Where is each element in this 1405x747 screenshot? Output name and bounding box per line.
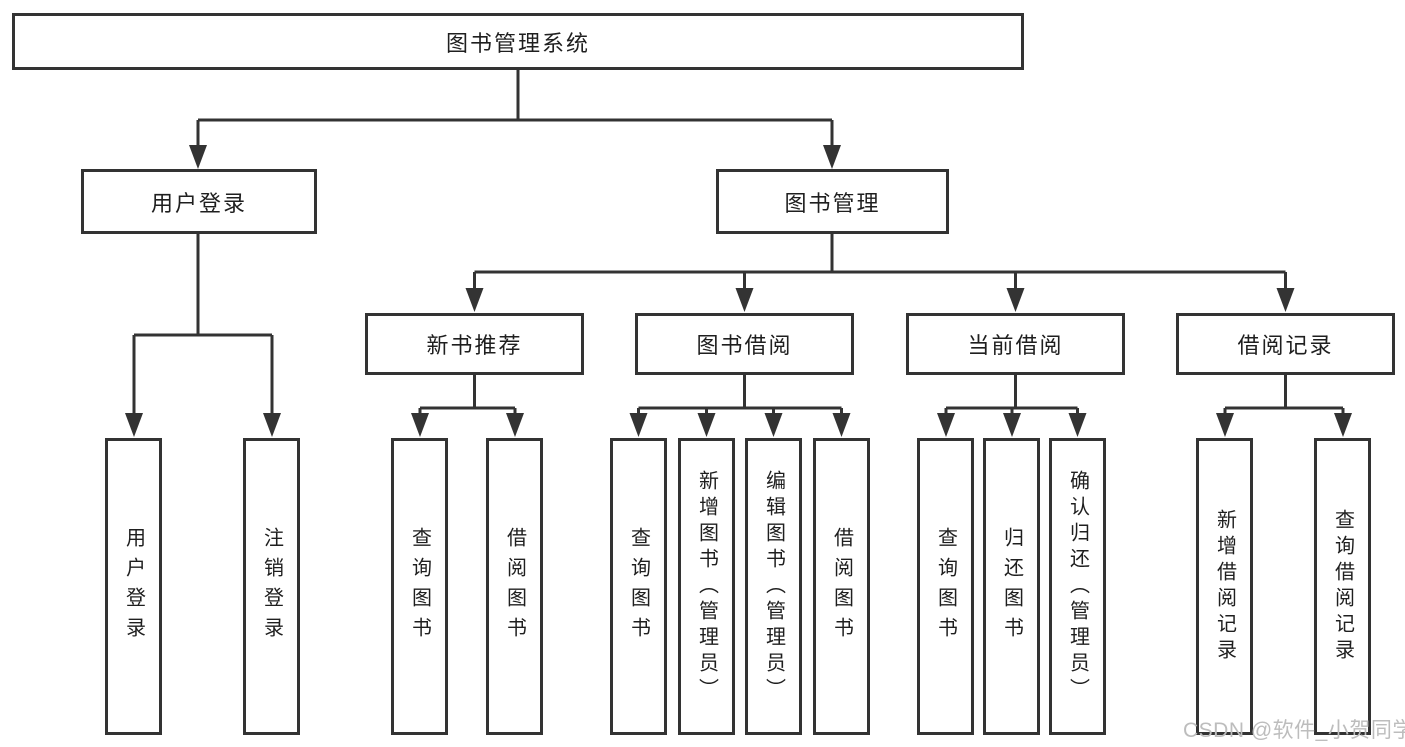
node-current-borrowing: 当前借阅 xyxy=(906,313,1125,375)
leaf-query-books-current: 查询图书 xyxy=(917,438,974,735)
leaf-query-books-borrowing: 查询图书 xyxy=(610,438,667,735)
leaf-return-book: 归还图书 xyxy=(983,438,1040,735)
leaf-edit-book-admin: 编辑图书（管理员） xyxy=(745,438,802,735)
node-new-book-recommendation: 新书推荐 xyxy=(365,313,584,375)
leaf-query-borrow-record: 查询借阅记录 xyxy=(1314,438,1371,735)
leaf-query-books-recommend: 查询图书 xyxy=(391,438,448,735)
leaf-logout: 注销登录 xyxy=(243,438,300,735)
node-book-management-module: 图书管理 xyxy=(716,169,949,234)
leaf-borrow-books-recommend: 借阅图书 xyxy=(486,438,543,735)
leaf-borrow-books-borrowing: 借阅图书 xyxy=(813,438,870,735)
node-library-system: 图书管理系统 xyxy=(12,13,1024,70)
node-book-borrowing: 图书借阅 xyxy=(635,313,854,375)
node-borrowing-records: 借阅记录 xyxy=(1176,313,1395,375)
leaf-add-borrow-record: 新增借阅记录 xyxy=(1196,438,1253,735)
leaf-add-book-admin: 新增图书（管理员） xyxy=(678,438,735,735)
csdn-watermark: CSDN @软件_小贺同学 xyxy=(1183,719,1405,742)
leaf-user-login: 用户登录 xyxy=(105,438,162,735)
node-user-login-module: 用户登录 xyxy=(81,169,317,234)
leaf-confirm-return-admin: 确认归还（管理员） xyxy=(1049,438,1106,735)
